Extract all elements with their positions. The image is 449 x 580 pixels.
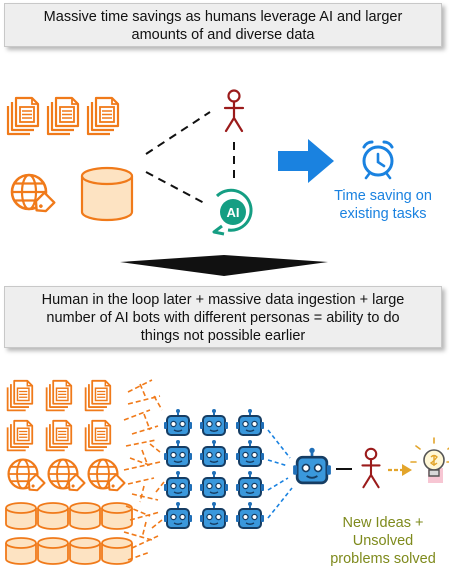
outcome-caption-line1: New Ideas +: [342, 515, 424, 531]
data-flow-lines: [123, 379, 165, 561]
time-saving-caption: Time saving on existing tasks: [320, 187, 446, 223]
top-banner-line2: amounts of and diverse data: [131, 27, 315, 43]
database-icon: [5, 502, 37, 530]
time-saving-caption-line1: Time saving on: [334, 188, 432, 204]
outcome-caption-line2: Unsolved: [352, 533, 414, 549]
document-stack-icon: [46, 96, 80, 136]
globe-icon: [10, 173, 56, 217]
globe-icon: [7, 458, 46, 495]
robot-icon: [235, 408, 265, 436]
document-stack-icon: [84, 419, 112, 452]
robot-icon: [199, 501, 229, 529]
document-stack-icon: [84, 379, 112, 412]
globe-row: [7, 458, 126, 495]
document-stack-icon: [45, 419, 73, 452]
middle-banner-line2: number of AI bots with different persona…: [46, 310, 400, 326]
robot-grid: [163, 408, 265, 529]
globe-icon: [47, 458, 86, 495]
document-stack-icon: [45, 379, 73, 412]
database-icon: [37, 537, 69, 565]
database-icon: [69, 537, 101, 565]
person-icon: [361, 447, 381, 489]
robot-icon: [199, 408, 229, 436]
robot-icon: [291, 446, 333, 485]
robot-icon: [235, 470, 265, 498]
right-arrow-icon: [278, 139, 334, 183]
time-saving-caption-line2: existing tasks: [339, 206, 427, 222]
dashed-connectors: [145, 111, 235, 205]
database-icon: [69, 502, 101, 530]
robot-icon: [199, 470, 229, 498]
outcome-caption: New Ideas + Unsolved problems solved: [318, 514, 448, 568]
robot-icon: [235, 439, 265, 467]
document-stack-icon: [6, 419, 34, 452]
robot-icon: [163, 470, 193, 498]
ai-assistant-icon: AI: [212, 188, 253, 236]
middle-banner: Human in the loop later + massive data i…: [4, 286, 442, 348]
robot-icon: [235, 501, 265, 529]
down-arrow-shape: [120, 255, 328, 276]
robot-icon: [199, 439, 229, 467]
middle-banner-line1: Human in the loop later + massive data i…: [41, 292, 405, 308]
database-icon: [5, 537, 37, 565]
document-grid: [6, 379, 112, 452]
outcome-caption-line3: problems solved: [330, 551, 436, 567]
person-icon: [223, 89, 245, 133]
globe-icon: [87, 458, 126, 495]
middle-banner-line3: things not possible earlier: [140, 328, 306, 344]
ai-badge-label: AI: [227, 205, 240, 220]
robot-icon: [163, 408, 193, 436]
document-stack-icon: [86, 96, 120, 136]
robot-icon: [163, 501, 193, 529]
lightbulb-icon: [410, 437, 449, 483]
database-icon: [101, 537, 133, 565]
database-icon: [80, 166, 134, 222]
database-icon: [37, 502, 69, 530]
top-banner-line1: Massive time savings as humans leverage …: [43, 9, 403, 25]
lead-robot: [291, 446, 333, 485]
alarm-clock-icon: [362, 140, 394, 180]
document-stack-icon: [6, 379, 34, 412]
top-banner: Massive time savings as humans leverage …: [4, 3, 442, 47]
robot-icon: [163, 439, 193, 467]
robot-connectors: [267, 429, 293, 519]
document-stack-icon: [6, 96, 40, 136]
small-arrow-icon: [388, 464, 412, 476]
database-grid: [5, 502, 133, 565]
